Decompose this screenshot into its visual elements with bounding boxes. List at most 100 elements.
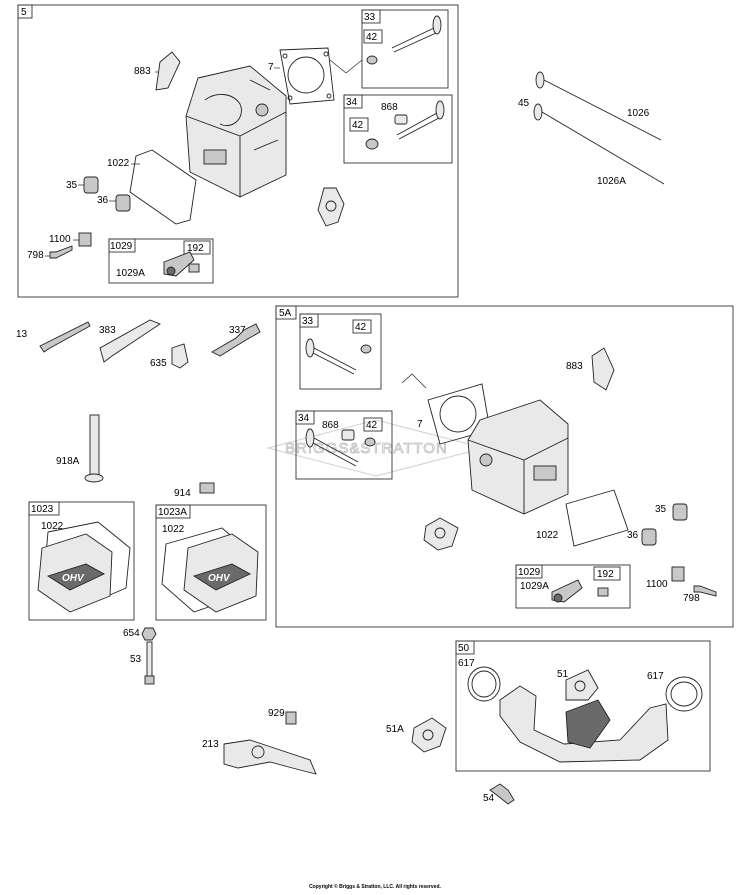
label-1026A: 1026A [597, 176, 626, 187]
bolt-13-icon [39, 321, 91, 353]
nut-654-icon [141, 627, 157, 641]
label-5-1029A: 1029A [116, 268, 145, 279]
label-5A-1029: 1029 [518, 567, 541, 578]
cylinder-head-icon-2 [467, 399, 569, 515]
elbow-635-icon [171, 343, 189, 369]
cylinder-head-icon [185, 65, 287, 198]
valve-keeper-icon [366, 55, 378, 65]
head-gasket-icon [279, 47, 335, 105]
bracket-213-icon [223, 739, 317, 775]
label-53: 53 [130, 654, 142, 665]
tube-918A-icon [89, 414, 100, 476]
label-5A-1100: 1100 [646, 579, 668, 590]
label-5-36: 36 [97, 195, 109, 206]
assembly-box-1023A: 1023A 1022 OHV [155, 504, 267, 621]
label-5A-42b: 42 [366, 420, 378, 431]
label-1023-1022: 1022 [41, 521, 64, 532]
label-54: 54 [483, 793, 495, 804]
cover-logo-2: OHV [208, 573, 231, 584]
label-5A-36: 36 [627, 530, 639, 541]
lower-parts: 929 213 51A [202, 708, 447, 775]
label-5A-798: 798 [683, 593, 700, 604]
label-5-1100: 1100 [49, 234, 71, 245]
label-213: 213 [202, 739, 219, 750]
cover-gasket-icon [129, 149, 197, 225]
valve-exhaust [396, 100, 445, 140]
cover-logo-1: OHV [62, 573, 85, 584]
breather-tube-383-icon [99, 319, 161, 363]
seal-617-icon-2 [665, 676, 703, 712]
label-5-883: 883 [134, 66, 151, 77]
label-5A-7: 7 [417, 419, 423, 430]
label-337: 337 [229, 325, 246, 336]
assembly-box-50: 50 617 51 617 [455, 640, 711, 772]
screw-914-icon [199, 482, 215, 494]
gasket-883-icon [155, 51, 181, 91]
pivot-nut-icon [188, 263, 200, 273]
label-50-51: 51 [557, 669, 569, 680]
exhaust-manifold-icon [499, 685, 669, 763]
label-5A-34: 34 [298, 413, 310, 424]
push-rods: 45 1026 1026A [518, 71, 665, 187]
label-5A-1022: 1022 [536, 530, 559, 541]
valve-intake [391, 15, 442, 53]
assembly-box-5: 5 33 42 34 868 42 883 7 [17, 4, 459, 298]
label-918A: 918A [56, 456, 80, 467]
label-5A-33: 33 [302, 316, 314, 327]
label-5-798: 798 [27, 250, 44, 261]
label-51A: 51A [386, 724, 404, 735]
assembly-box-1023: 1023 1022 OHV [28, 501, 135, 621]
label-5-1029: 1029 [110, 241, 133, 252]
screw-798-icon [49, 245, 73, 259]
label-5-42a: 42 [366, 32, 378, 43]
assembly-box-5A: 5A 33 42 34 868 42 883 7 1022 35 [275, 305, 734, 628]
label-1026: 1026 [627, 108, 650, 119]
label-5A-192: 192 [597, 569, 614, 580]
spring-36-icon [115, 194, 131, 212]
label-383: 383 [99, 325, 116, 336]
label-635: 635 [150, 358, 167, 369]
label-5-1022: 1022 [107, 158, 130, 169]
label-5-42b: 42 [352, 120, 364, 131]
label-929: 929 [268, 708, 285, 719]
label-914: 914 [174, 488, 191, 499]
label-5A-883: 883 [566, 361, 583, 372]
label-13: 13 [16, 329, 28, 340]
label-5-7: 7 [268, 62, 274, 73]
label-45: 45 [518, 98, 530, 109]
label-5A: 5A [279, 308, 292, 319]
label-1023: 1023 [31, 504, 54, 515]
copyright-notice: Copyright © Briggs & Stratton, LLC. All … [309, 884, 441, 890]
valve-keeper-icon-2 [365, 138, 379, 150]
spring-35-icon [83, 176, 99, 194]
spark-plug-337-icon [211, 323, 261, 357]
breather-gasket-icon [317, 187, 345, 227]
label-654: 654 [123, 628, 140, 639]
label-50-617b: 617 [647, 671, 664, 682]
bolt-54-icon [489, 783, 515, 805]
manifold-bolt: 54 [483, 783, 515, 805]
label-5A-1029A: 1029A [520, 581, 549, 592]
stud-53-icon [146, 641, 153, 679]
label-5-192: 192 [187, 243, 204, 254]
label-5-868: 868 [381, 102, 398, 113]
screw-929-icon [285, 711, 297, 725]
label-5-33: 33 [364, 12, 376, 23]
label-50-617a: 617 [458, 658, 475, 669]
loose-parts: 13 383 337 635 918A 914 [16, 319, 261, 499]
seal-617-icon [467, 666, 501, 702]
label-5-34: 34 [346, 97, 358, 108]
label-5A-35: 35 [655, 504, 667, 515]
label-5A-42a: 42 [355, 322, 367, 333]
valve-guide-icon [394, 114, 408, 125]
label-5-35: 35 [66, 180, 78, 191]
label-5A-868: 868 [322, 420, 339, 431]
label-1023A: 1023A [158, 507, 187, 518]
nut-1100-icon [78, 232, 92, 247]
label-1023A-1022: 1022 [162, 524, 185, 535]
gasket-51-icon [565, 669, 599, 701]
gasket-51A-icon [411, 717, 447, 753]
cover-fasteners: 654 53 [123, 627, 157, 685]
label-50: 50 [458, 643, 470, 654]
